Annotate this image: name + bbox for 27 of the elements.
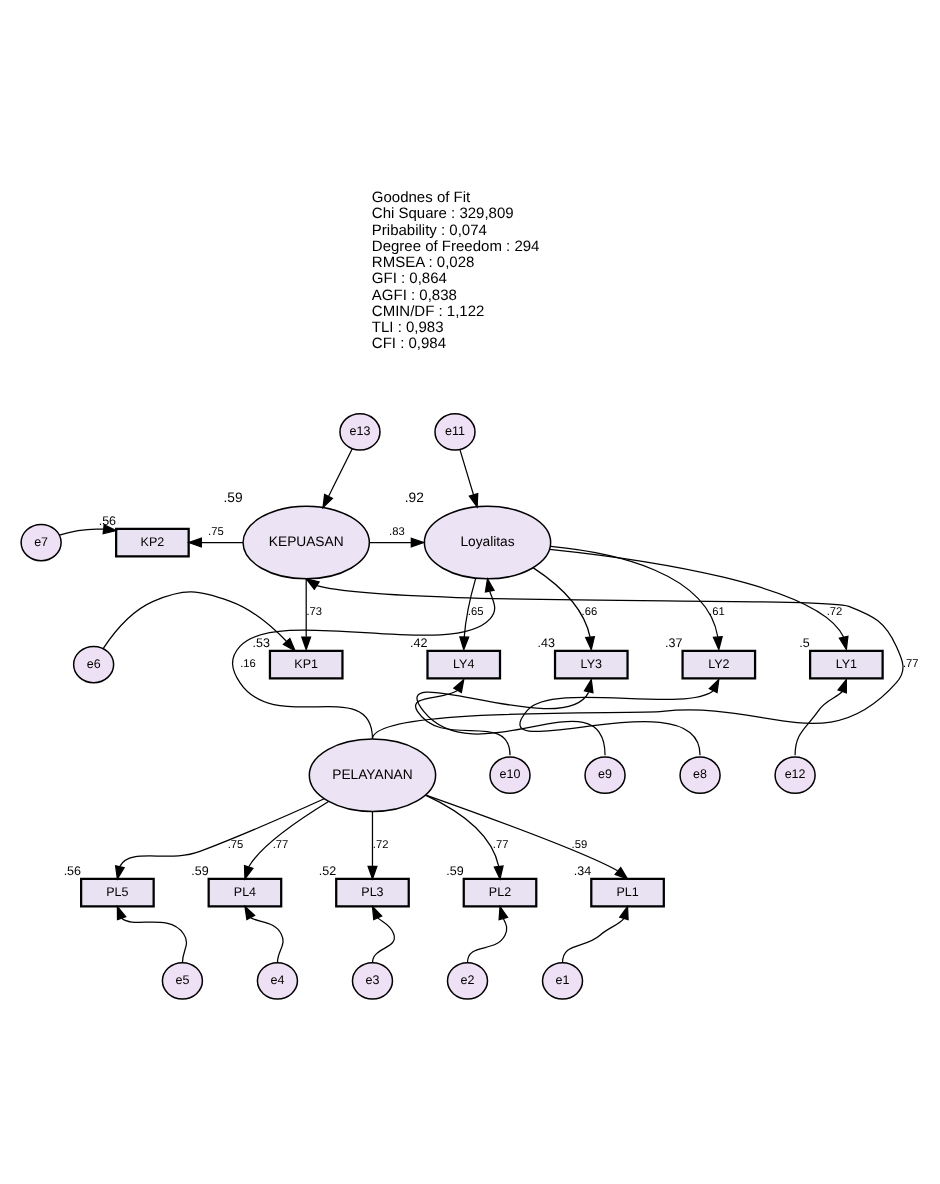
arrow xyxy=(300,578,312,652)
arrow xyxy=(459,449,479,509)
arrow xyxy=(561,904,629,964)
arrow xyxy=(550,545,723,652)
arrow xyxy=(102,591,297,653)
arrow xyxy=(231,577,496,740)
arrow xyxy=(415,677,511,756)
arrow xyxy=(369,537,426,548)
arrow xyxy=(425,794,629,881)
arrow xyxy=(371,904,395,964)
arrow xyxy=(459,578,477,652)
arrow xyxy=(794,677,847,756)
arrow xyxy=(519,677,720,756)
arrow xyxy=(114,798,325,881)
arrow xyxy=(532,567,596,652)
arrow xyxy=(116,904,188,964)
arrow xyxy=(322,448,353,510)
arrow xyxy=(243,800,330,881)
arrow xyxy=(367,810,378,881)
arrow xyxy=(244,904,284,964)
arrow xyxy=(548,548,849,652)
arrow xyxy=(466,904,509,964)
arrow xyxy=(424,794,504,881)
arrow xyxy=(58,523,118,536)
arrow xyxy=(186,537,244,548)
arrow xyxy=(304,577,904,740)
arrow xyxy=(416,677,606,756)
